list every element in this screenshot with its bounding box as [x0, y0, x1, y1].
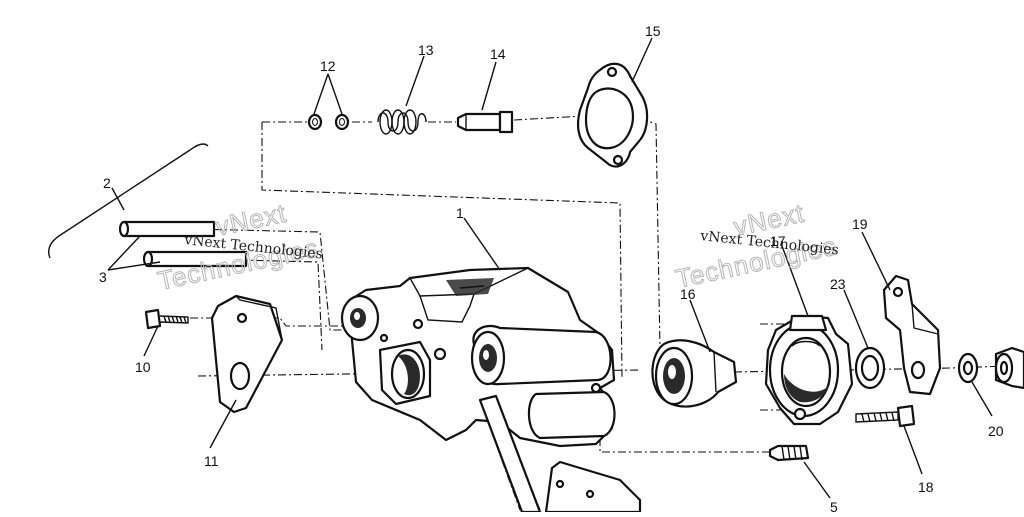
part-20-washer [957, 352, 979, 384]
callout-14: 14 [490, 46, 506, 62]
callout-23: 23 [830, 276, 846, 292]
callout-5: 5 [830, 499, 838, 512]
lower-bracket [544, 460, 642, 514]
callout-10: 10 [135, 359, 151, 375]
nut [994, 346, 1024, 390]
callout-19: 19 [852, 216, 868, 232]
assembly-guide-lines [149, 115, 1009, 511]
part-12-o-rings [307, 113, 350, 131]
callout-labels: 1 2 3 5 10 11 12 13 14 15 16 17 18 19 20… [99, 23, 1004, 515]
callout-1: 1 [456, 205, 464, 221]
callout-12: 12 [320, 58, 336, 74]
part-18-bolt [855, 404, 916, 428]
callout-18: 18 [918, 479, 934, 495]
part-5-fitting [768, 444, 810, 462]
callout-15: 15 [645, 23, 661, 39]
part-3-pins [118, 220, 248, 268]
watermark-left: vNext Technologies vNext Technologies [155, 197, 324, 296]
watermark-right: vNext Technologies vNext Technologies [673, 197, 840, 294]
part-17-cap-housing [764, 314, 854, 426]
part-10-bolt [144, 308, 189, 330]
part-2-brace [48, 143, 209, 259]
part-16-seal [651, 339, 738, 408]
leader-lines [107, 37, 993, 499]
part-11-cover-plate [210, 294, 284, 414]
part-14-plunger [456, 110, 514, 134]
callout-11: 11 [204, 453, 219, 469]
part-23-washer [854, 346, 886, 390]
callout-17: 17 [770, 233, 786, 249]
callout-20: 20 [988, 423, 1004, 439]
callout-3: 3 [99, 269, 107, 285]
part-15-gasket [577, 62, 649, 168]
callout-2: 2 [103, 175, 111, 191]
callout-13: 13 [418, 42, 434, 58]
part-19-lever [882, 274, 942, 396]
part-1-pump-housing [340, 266, 616, 514]
callout-16: 16 [680, 286, 696, 302]
part-13-spring [377, 109, 427, 135]
